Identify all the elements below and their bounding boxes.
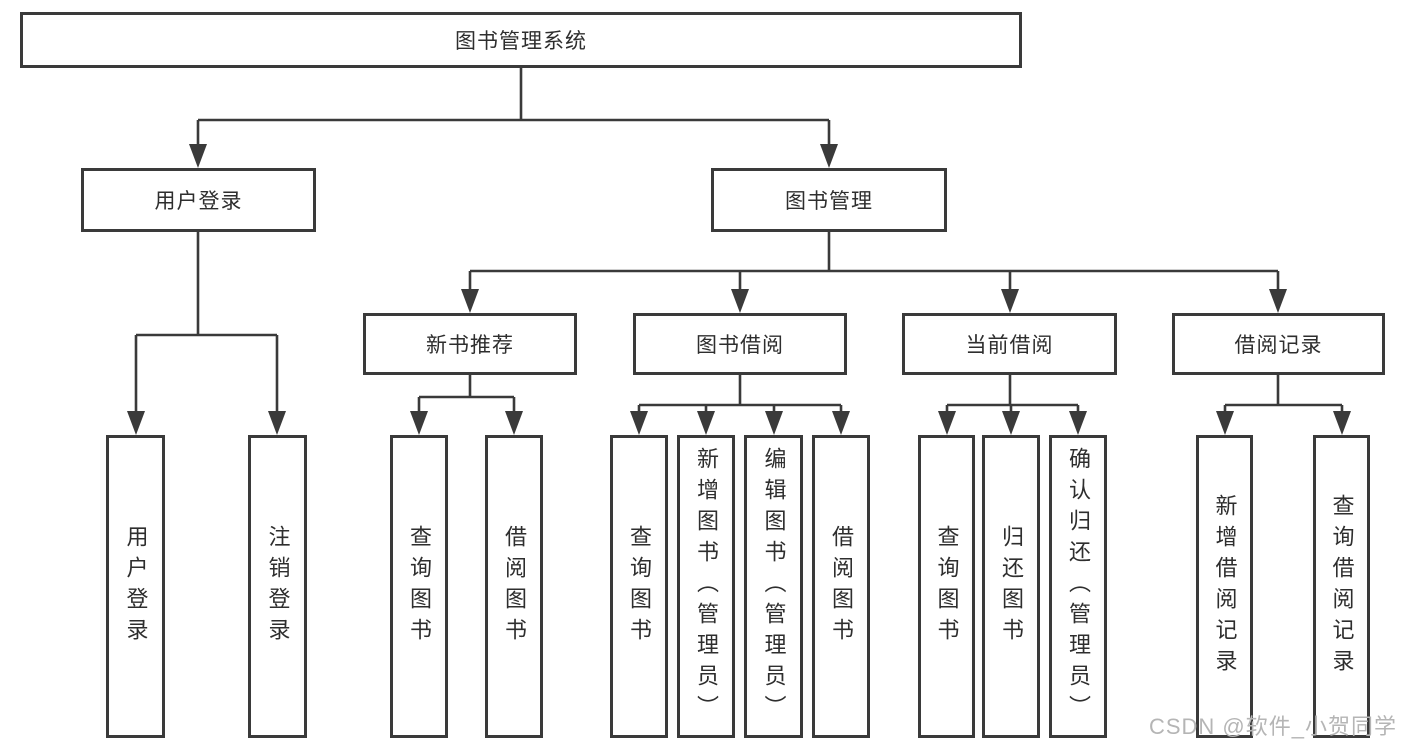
leaf-add-books-admin: 新增图书（管理员）: [677, 435, 735, 738]
leaf-query-books-recommend: 查询图书: [390, 435, 448, 738]
node-label: 新增图书（管理员）: [694, 447, 719, 726]
node-label: 确认归还（管理员）: [1066, 447, 1091, 726]
node-label: 图书管理系统: [455, 30, 587, 53]
node-label: 查询借阅记录: [1329, 493, 1355, 680]
leaf-borrow-books: 借阅图书: [812, 435, 870, 738]
node-label: 注销登录: [265, 524, 291, 649]
node-label: 新书推荐: [426, 334, 514, 357]
node-library-management-system: 图书管理系统: [20, 12, 1022, 68]
node-label: 借阅图书: [502, 524, 527, 649]
node-user-login: 用户登录: [81, 168, 316, 232]
leaf-confirm-return-admin: 确认归还（管理员）: [1049, 435, 1107, 738]
node-new-book-recommend: 新书推荐: [363, 313, 577, 375]
node-borrow-records: 借阅记录: [1172, 313, 1385, 375]
leaf-query-books-current: 查询图书: [918, 435, 975, 738]
leaf-query-books-borrowing: 查询图书: [610, 435, 668, 738]
node-book-management: 图书管理: [711, 168, 947, 232]
node-label: 图书管理: [785, 190, 873, 213]
node-label: 用户登录: [154, 190, 243, 213]
leaf-query-borrow-record: 查询借阅记录: [1313, 435, 1370, 738]
leaf-borrow-books-recommend: 借阅图书: [485, 435, 543, 738]
node-label: 借阅记录: [1234, 334, 1323, 357]
node-label: 归还图书: [999, 524, 1024, 649]
node-book-borrowing: 图书借阅: [633, 313, 847, 375]
leaf-edit-books-admin: 编辑图书（管理员）: [744, 435, 803, 738]
node-label: 借阅图书: [829, 524, 854, 649]
node-label: 查询图书: [934, 524, 960, 649]
node-current-borrowing: 当前借阅: [902, 313, 1117, 375]
leaf-return-books: 归还图书: [982, 435, 1040, 738]
leaf-user-login: 用户登录: [106, 435, 165, 738]
node-label: 查询图书: [407, 524, 432, 649]
watermark: CSDN @软件_小贺同学: [1148, 714, 1397, 739]
leaf-add-borrow-record: 新增借阅记录: [1196, 435, 1253, 738]
node-label: 编辑图书（管理员）: [761, 447, 787, 726]
node-label: 图书借阅: [696, 334, 784, 357]
node-label: 用户登录: [123, 524, 149, 649]
node-label: 当前借阅: [965, 334, 1054, 357]
leaf-logout: 注销登录: [248, 435, 307, 738]
node-label: 新增借阅记录: [1212, 493, 1238, 680]
node-label: 查询图书: [627, 524, 652, 649]
